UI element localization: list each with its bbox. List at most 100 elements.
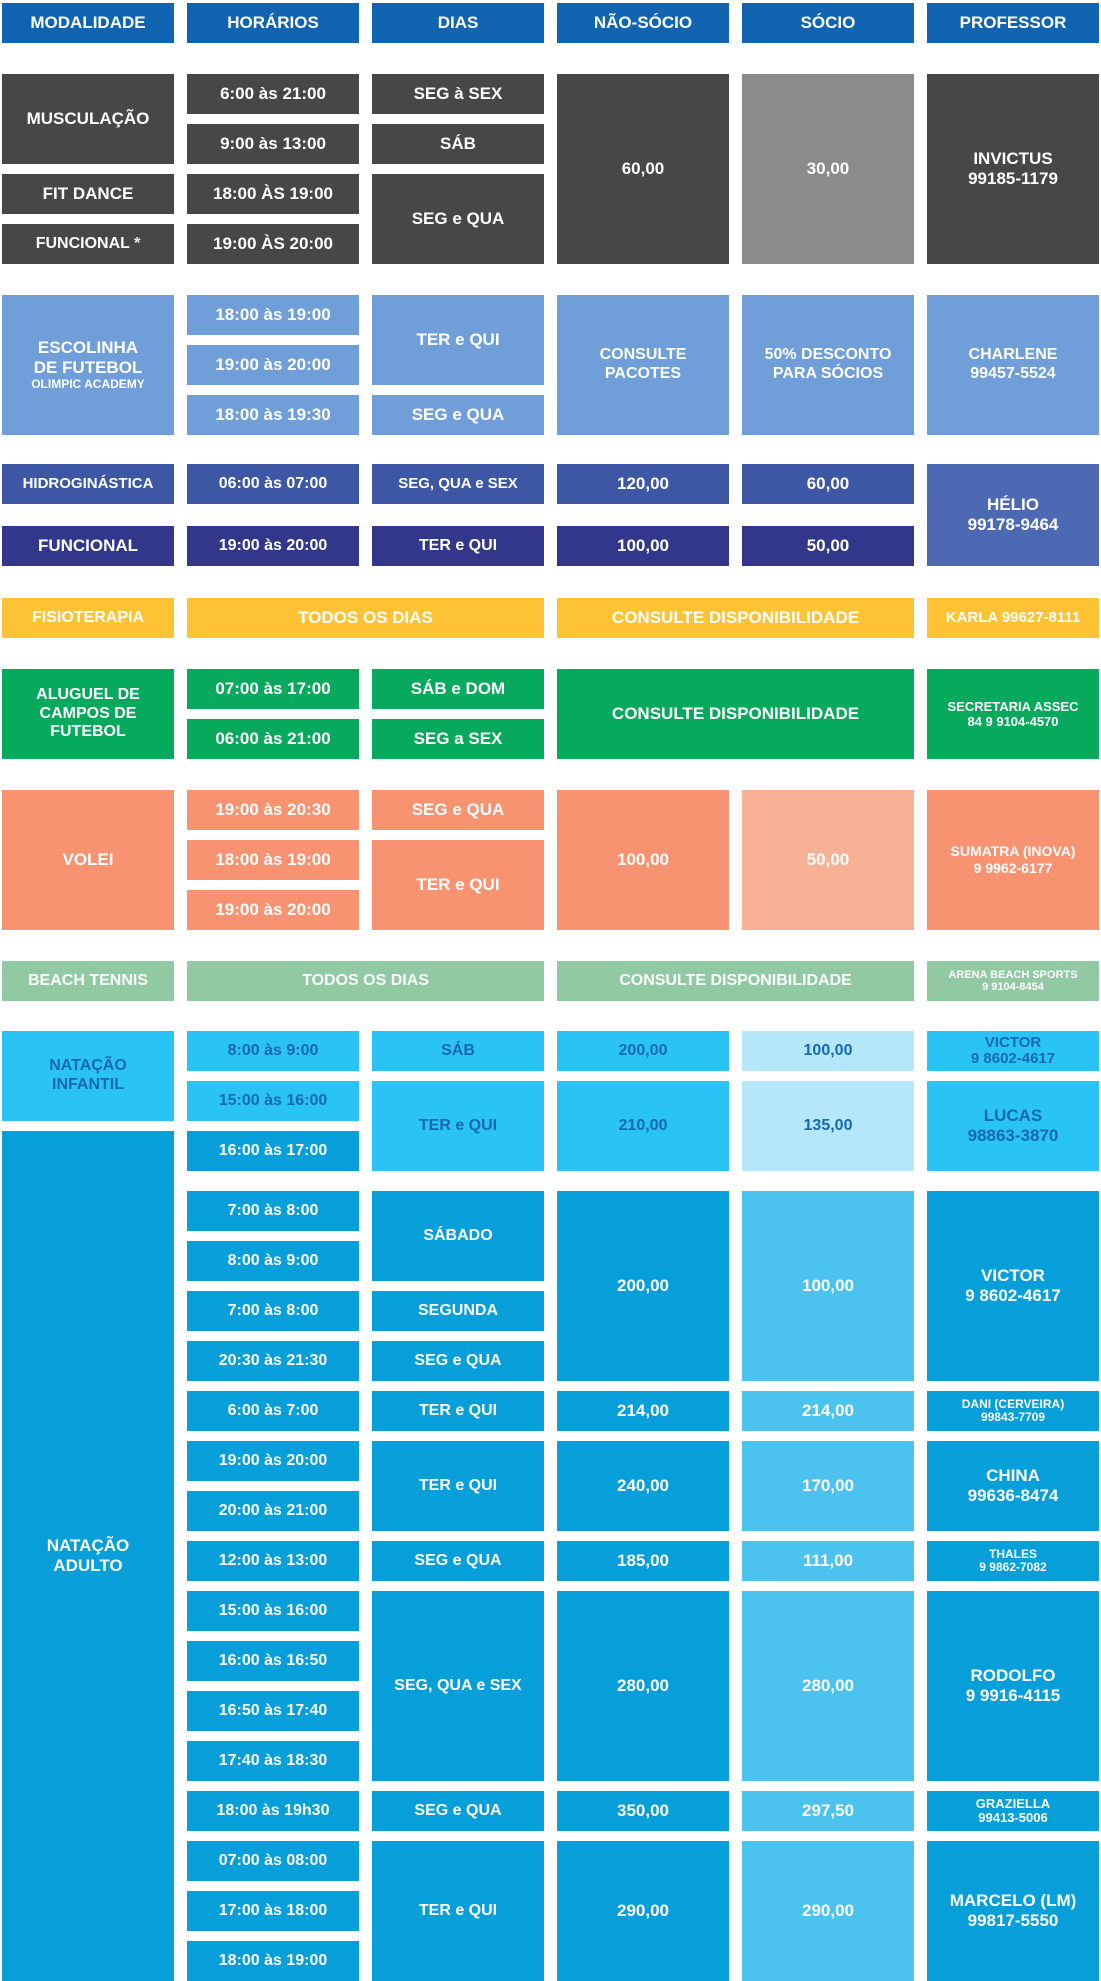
horario-cell: 18:00 às 19:00 [187, 840, 359, 880]
horario-cell: 07:00 às 17:00 [187, 669, 359, 709]
horario-cell: 18:00 às 19:00 [187, 1941, 359, 1981]
horario-cell: 18:00 às 19h30 [187, 1791, 359, 1831]
horario-cell: 12:00 às 13:00 [187, 1541, 359, 1581]
horario-cell: 15:00 às 16:00 [187, 1081, 359, 1121]
dias-cell: TODOS OS DIAS [187, 598, 544, 638]
horario-cell: 17:40 às 18:30 [187, 1741, 359, 1781]
horario-cell: 8:00 às 9:00 [187, 1031, 359, 1071]
dias-cell: SEGUNDA [372, 1291, 544, 1331]
dias-cell: SEG e QUA [372, 174, 544, 264]
modalidade-cell: FIT DANCE [2, 174, 174, 214]
horario-cell: 8:00 às 9:00 [187, 1241, 359, 1281]
price-socio-cell: 214,00 [742, 1391, 914, 1431]
professor-cell: RODOLFO 9 9916-4115 [927, 1591, 1099, 1781]
col-header-professor: PROFESSOR [927, 3, 1099, 43]
price-nao-socio-cell: 210,00 [557, 1081, 729, 1171]
modalidade-cell: BEACH TENNIS [2, 961, 174, 1001]
price-nao-socio-cell: 240,00 [557, 1441, 729, 1531]
dias-cell: TER e QUI [372, 295, 544, 385]
dias-cell: SEG e QUA [372, 1791, 544, 1831]
horario-cell: 07:00 às 08:00 [187, 1841, 359, 1881]
price-consulte-cell: CONSULTE DISPONIBILIDADE [557, 669, 914, 759]
col-header-modalidade: MODALIDADE [2, 3, 174, 43]
professor-cell: SECRETARIA ASSEC 84 9 9104-4570 [927, 669, 1099, 759]
horario-cell: 6:00 às 21:00 [187, 74, 359, 114]
price-nao-socio-cell: 214,00 [557, 1391, 729, 1431]
horario-cell: 18:00 às 19:00 [187, 295, 359, 335]
modalidade-cell: FUNCIONAL [2, 526, 174, 566]
professor-cell: CHARLENE 99457-5524 [927, 295, 1099, 435]
professor-cell: ARENA BEACH SPORTS 9 9104-8454 [927, 961, 1099, 1001]
price-consulte-cell: CONSULTE DISPONIBILIDADE [557, 598, 914, 638]
col-header-dias: DIAS [372, 3, 544, 43]
dias-cell: SÁB [372, 124, 544, 164]
professor-cell: VICTOR 9 8602-4617 [927, 1191, 1099, 1381]
dias-cell: TER e QUI [372, 1841, 544, 1981]
horario-cell: 19:00 às 20:00 [187, 526, 359, 566]
professor-cell: KARLA 99627-8111 [927, 598, 1099, 638]
horario-cell: 06:00 às 07:00 [187, 464, 359, 504]
horario-cell: 18:00 ÀS 19:00 [187, 174, 359, 214]
dias-cell: SEG, QUA e SEX [372, 1591, 544, 1781]
dias-cell: SEG e QUA [372, 1541, 544, 1581]
horario-cell: 17:00 às 18:00 [187, 1891, 359, 1931]
professor-cell: SUMATRA (INOVA) 9 9962-6177 [927, 790, 1099, 930]
horario-cell: 16:00 às 16:50 [187, 1641, 359, 1681]
dias-cell: TER e QUI [372, 1441, 544, 1531]
modalidade-cell: ALUGUEL DE CAMPOS DE FUTEBOL [2, 669, 174, 759]
horario-cell: 16:50 às 17:40 [187, 1691, 359, 1731]
professor-cell: CHINA 99636-8474 [927, 1441, 1099, 1531]
price-nao-socio-cell: CONSULTE PACOTES [557, 295, 729, 435]
dias-cell: SÁB e DOM [372, 669, 544, 709]
modalidade-cell: NATAÇÃO INFANTIL [2, 1031, 174, 1121]
horario-cell: 19:00 às 20:30 [187, 790, 359, 830]
col-header-horarios: HORÁRIOS [187, 3, 359, 43]
horario-cell: 06:00 às 21:00 [187, 719, 359, 759]
horario-cell: 7:00 às 8:00 [187, 1291, 359, 1331]
price-nao-socio-cell: 100,00 [557, 526, 729, 566]
price-nao-socio-cell: 120,00 [557, 464, 729, 504]
price-socio-cell: 50% DESCONTO PARA SÓCIOS [742, 295, 914, 435]
horario-cell: 20:30 às 21:30 [187, 1341, 359, 1381]
modalidade-label: ESCOLINHA DE FUTEBOL [33, 338, 143, 378]
modalidade-cell: FUNCIONAL * [2, 224, 174, 264]
price-nao-socio-cell: 200,00 [557, 1031, 729, 1071]
price-socio-cell: 30,00 [742, 74, 914, 264]
price-nao-socio-cell: 350,00 [557, 1791, 729, 1831]
dias-cell: TER e QUI [372, 840, 544, 930]
price-nao-socio-cell: 200,00 [557, 1191, 729, 1381]
professor-cell: GRAZIELLA 99413-5006 [927, 1791, 1099, 1831]
dias-cell: SEG e QUA [372, 790, 544, 830]
modalidade-cell: MUSCULAÇÃO [2, 74, 174, 164]
horario-cell: 19:00 às 20:00 [187, 890, 359, 930]
professor-cell: DANI (CERVEIRA) 99843-7709 [927, 1391, 1099, 1431]
horario-cell: 9:00 às 13:00 [187, 124, 359, 164]
price-socio-cell: 111,00 [742, 1541, 914, 1581]
price-socio-cell: 100,00 [742, 1191, 914, 1381]
price-socio-cell: 290,00 [742, 1841, 914, 1981]
modalidade-cell: FISIOTERAPIA [2, 598, 174, 638]
horario-cell: 19:00 às 20:00 [187, 345, 359, 385]
professor-cell: INVICTUS 99185-1179 [927, 74, 1099, 264]
modalidade-cell: VOLEI [2, 790, 174, 930]
dias-cell: SEG a SEX [372, 719, 544, 759]
horario-cell: 19:00 ÀS 20:00 [187, 224, 359, 264]
price-socio-cell: 50,00 [742, 790, 914, 930]
professor-cell: THALES 9 9862-7082 [927, 1541, 1099, 1581]
professor-cell: MARCELO (LM) 99817-5550 [927, 1841, 1099, 1981]
dias-cell: TER e QUI [372, 526, 544, 566]
horario-cell: 7:00 às 8:00 [187, 1191, 359, 1231]
horario-cell: 20:00 às 21:00 [187, 1491, 359, 1531]
price-socio-cell: 100,00 [742, 1031, 914, 1071]
professor-cell: VICTOR 9 8602-4617 [927, 1031, 1099, 1071]
dias-cell: SEG e QUA [372, 395, 544, 435]
modalidade-sublabel: OLIMPIC ACADEMY [31, 377, 145, 392]
horario-cell: 6:00 às 7:00 [187, 1391, 359, 1431]
horario-cell: 19:00 às 20:00 [187, 1441, 359, 1481]
price-nao-socio-cell: 280,00 [557, 1591, 729, 1781]
dias-cell: TER e QUI [372, 1391, 544, 1431]
price-socio-cell: 280,00 [742, 1591, 914, 1781]
col-header-socio: SÓCIO [742, 3, 914, 43]
